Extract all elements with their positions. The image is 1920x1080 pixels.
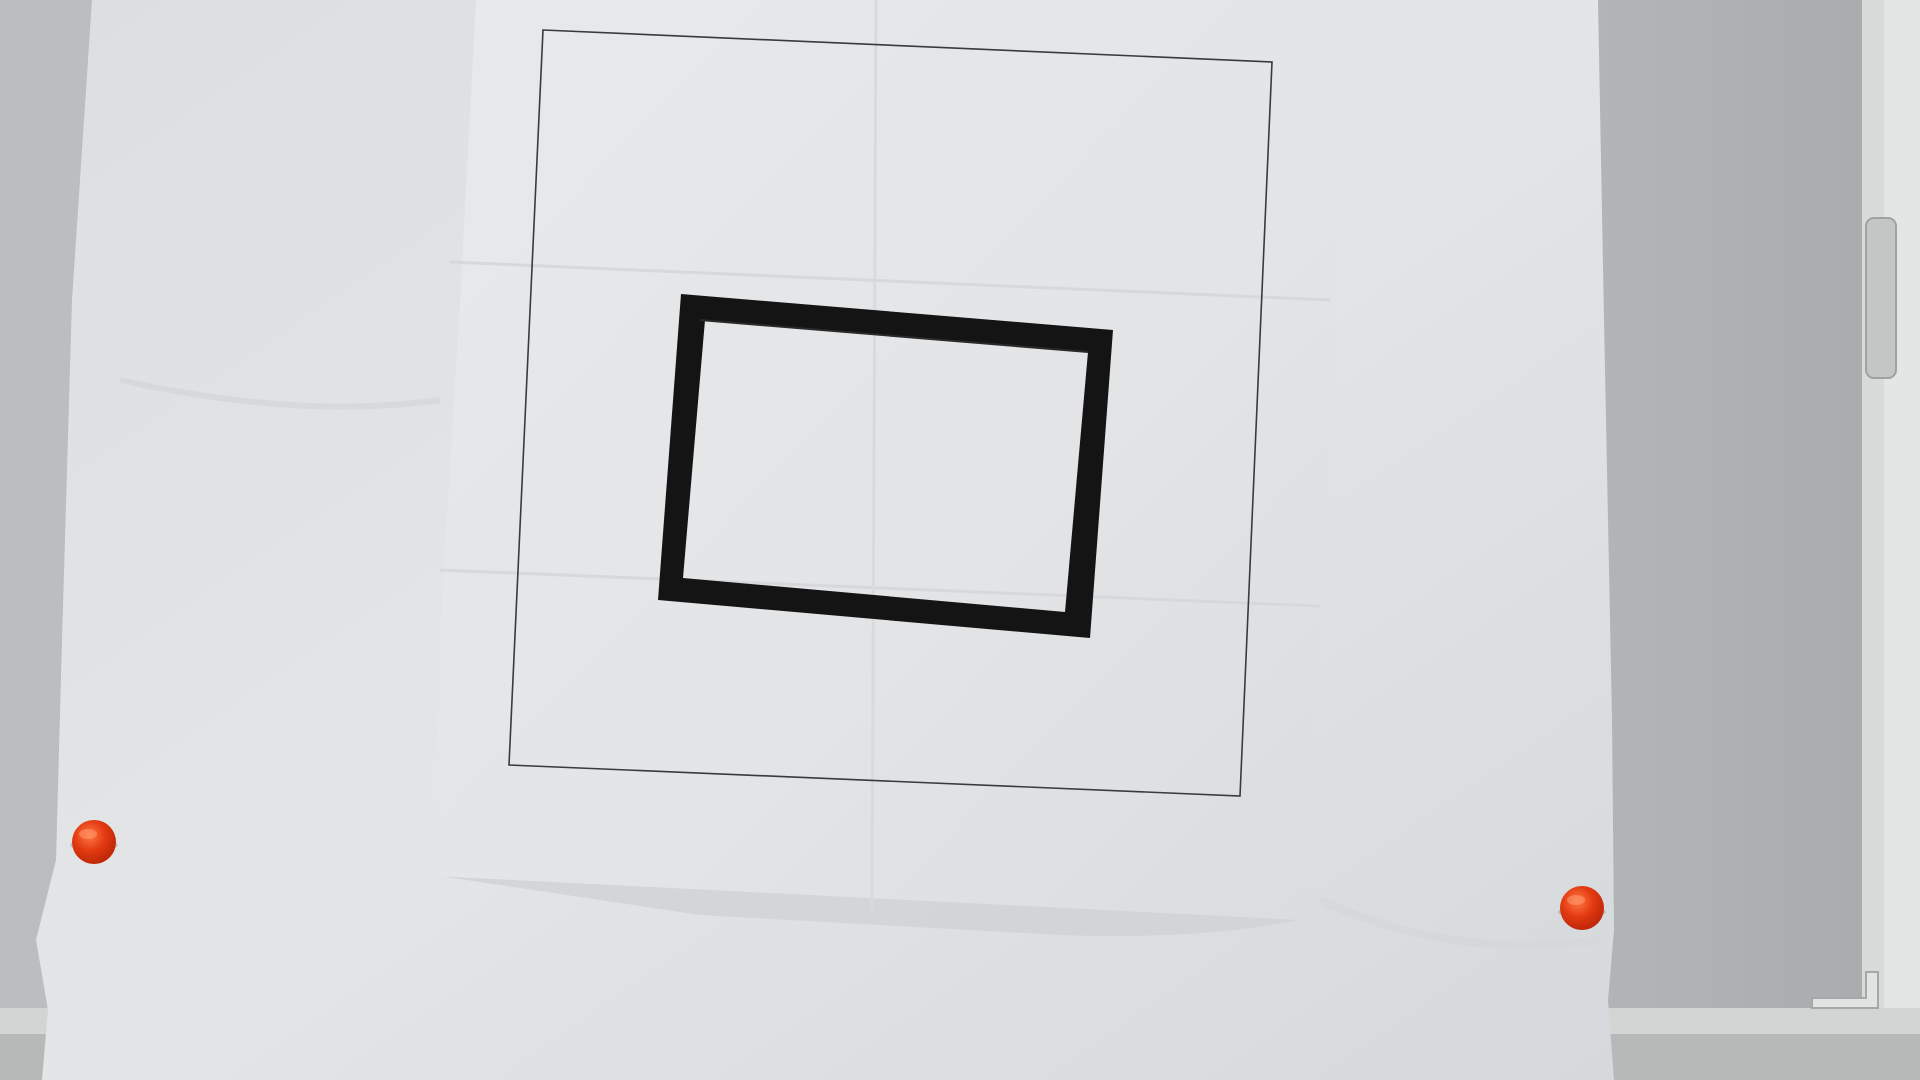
whiteboard-right-frame <box>1862 0 1884 1080</box>
tape-edge-highlight <box>699 319 1089 353</box>
target-paper-sheet <box>434 0 1336 920</box>
paper-crease <box>449 260 1331 302</box>
paper-crease <box>439 568 1321 608</box>
red-magnet-left[interactable] <box>70 820 118 864</box>
tray-corner-bracket <box>1811 971 1879 1009</box>
thin-square-outline <box>508 29 1273 797</box>
target-sheet-shadow <box>440 876 1300 936</box>
red-magnet-right[interactable] <box>1558 886 1606 930</box>
paper-fold-shadow <box>1318 896 1601 949</box>
whiteboard-clip <box>1865 217 1897 379</box>
whiteboard-right-edge <box>1884 0 1920 1080</box>
thick-black-rectangle <box>658 294 1113 638</box>
paper-crease <box>870 0 878 911</box>
paper-fold-shadow <box>119 377 441 410</box>
